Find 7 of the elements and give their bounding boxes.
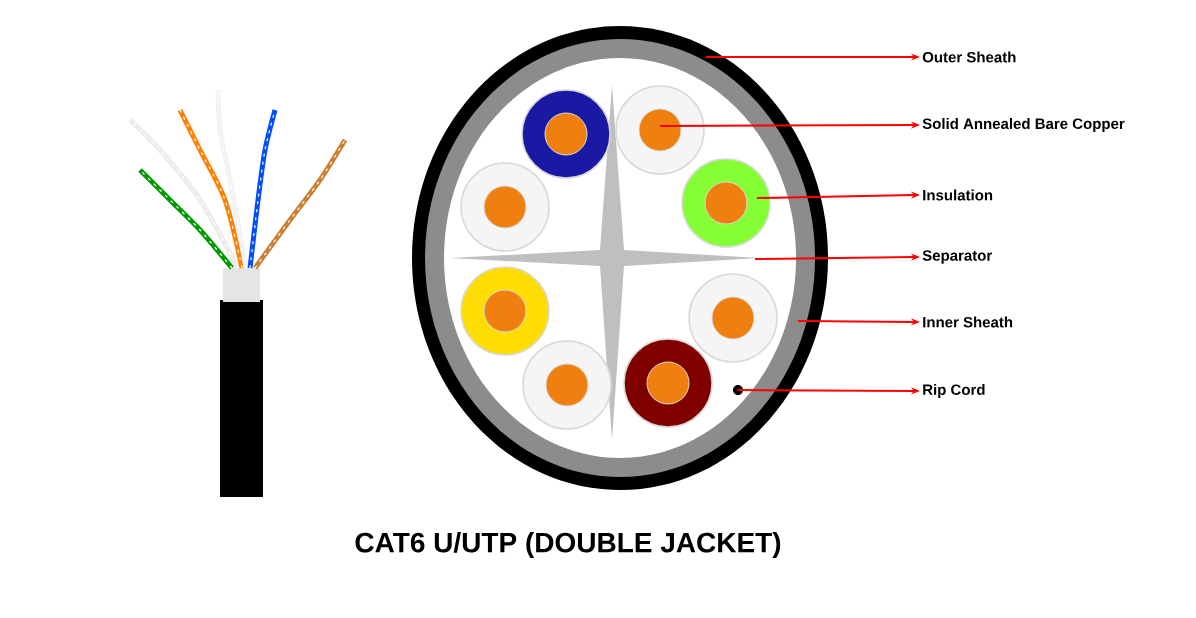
part-label: Inner Sheath	[923, 316, 1013, 328]
part-label: Rip Cord	[923, 384, 985, 398]
part-label: Separator	[922, 250, 992, 264]
part-label: Insulation	[923, 189, 993, 201]
title: CAT6 U/UTP (DOUBLE JACKET)	[355, 531, 781, 559]
part-label: Outer Sheath	[922, 51, 1016, 63]
part-label: Solid Annealed Bare Copper	[922, 118, 1125, 132]
